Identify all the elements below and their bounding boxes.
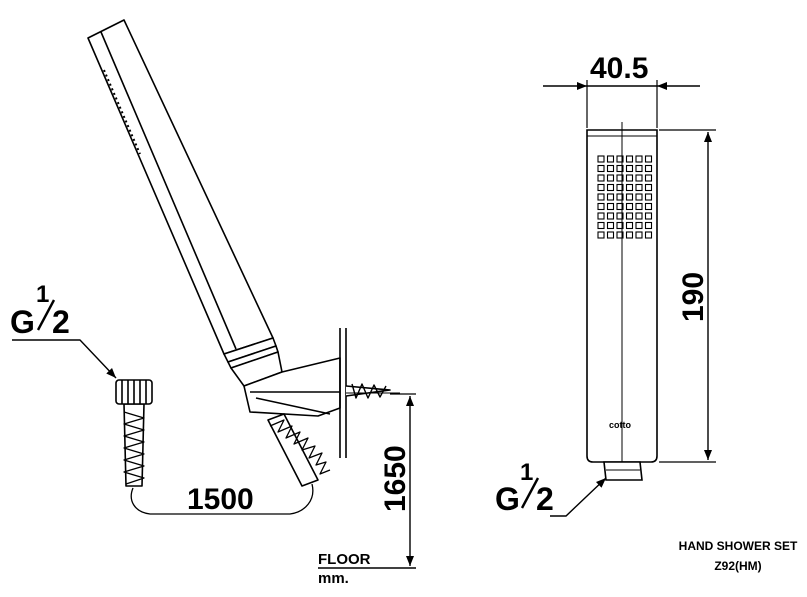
spray-nozzle — [606, 193, 615, 201]
thread-left-prefix: G — [10, 304, 35, 340]
spray-nozzle — [635, 193, 643, 201]
spray-nozzle — [644, 212, 653, 220]
spray-nozzle — [606, 183, 615, 192]
spray-nozzle — [644, 231, 653, 239]
thread-left-numerator: 1 — [36, 281, 49, 308]
spray-nozzle — [635, 183, 643, 192]
spray-nozzle — [644, 221, 653, 230]
thread-right-denominator: 2 — [536, 481, 554, 517]
spray-nozzle — [597, 202, 605, 211]
spray-nozzle — [616, 193, 624, 201]
hose-curve — [130, 483, 314, 515]
mount-height-value: 1650 — [379, 445, 412, 512]
spray-nozzle — [644, 155, 653, 163]
spray-nozzle — [606, 202, 615, 211]
product-title: HAND SHOWER SET — [679, 539, 798, 553]
thread-leader-left — [12, 339, 117, 379]
shower-connector — [603, 461, 643, 481]
spray-nozzle — [625, 193, 634, 201]
hose-length-value: 1500 — [187, 483, 254, 516]
wall-bracket — [243, 328, 400, 458]
hose-nut — [115, 379, 153, 405]
product-model: Z92(HM) — [714, 559, 761, 573]
spray-nozzle — [625, 183, 634, 192]
spray-nozzle — [616, 202, 624, 211]
spray-nozzle — [606, 174, 615, 182]
brand-logo: cotto — [609, 420, 631, 430]
spray-nozzle — [635, 155, 643, 163]
spray-nozzle — [606, 155, 615, 163]
hand-shower-body — [87, 19, 283, 387]
thread-label-right: G 1 2 — [495, 459, 554, 517]
spray-nozzle — [635, 164, 643, 173]
spray-nozzle-grid — [597, 155, 653, 239]
spray-nozzle — [616, 164, 624, 173]
spray-nozzle — [597, 193, 605, 201]
spray-nozzle — [635, 212, 643, 220]
thread-label-left: G 1 2 — [10, 281, 70, 340]
spray-nozzle — [635, 174, 643, 182]
spray-nozzle — [644, 202, 653, 211]
floor-label: FLOOR — [318, 551, 371, 568]
spray-nozzle — [625, 174, 634, 182]
spray-nozzle — [616, 155, 624, 163]
spray-nozzle — [616, 221, 624, 230]
spray-nozzle — [597, 183, 605, 192]
spray-nozzle — [597, 174, 605, 182]
spray-nozzle — [635, 202, 643, 211]
spray-nozzle — [644, 183, 653, 192]
spray-nozzle — [606, 221, 615, 230]
spray-nozzle — [625, 212, 634, 220]
spray-nozzle — [625, 164, 634, 173]
spray-nozzle — [597, 212, 605, 220]
spray-nozzle — [635, 231, 643, 239]
head-width-value: 40.5 — [590, 52, 648, 85]
spray-nozzle — [616, 212, 624, 220]
spray-nozzle — [625, 155, 634, 163]
spray-nozzle — [597, 155, 605, 163]
spray-nozzle — [625, 202, 634, 211]
hose-bracket-side — [267, 413, 331, 487]
thread-right-prefix: G — [495, 481, 520, 517]
spray-nozzle — [606, 164, 615, 173]
spray-nozzle — [597, 231, 605, 239]
spray-nozzle — [625, 221, 634, 230]
unit-label: mm. — [318, 570, 349, 587]
thread-leader-right — [550, 477, 607, 517]
head-length-value: 190 — [677, 272, 710, 322]
spray-nozzle — [644, 193, 653, 201]
spray-nozzle — [644, 164, 653, 173]
thread-left-denominator: 2 — [52, 304, 70, 340]
spray-nozzle — [606, 212, 615, 220]
spray-nozzle — [644, 174, 653, 182]
spray-nozzle — [635, 221, 643, 230]
spray-nozzle — [606, 231, 615, 239]
spray-nozzle — [616, 183, 624, 192]
spray-nozzle — [597, 221, 605, 230]
spray-nozzle — [616, 231, 624, 239]
side-view — [12, 19, 416, 569]
thread-right-numerator: 1 — [520, 459, 533, 486]
spray-nozzle — [597, 164, 605, 173]
hose-connector-side — [123, 403, 145, 487]
spray-nozzle — [625, 231, 634, 239]
spray-nozzle — [616, 174, 624, 182]
